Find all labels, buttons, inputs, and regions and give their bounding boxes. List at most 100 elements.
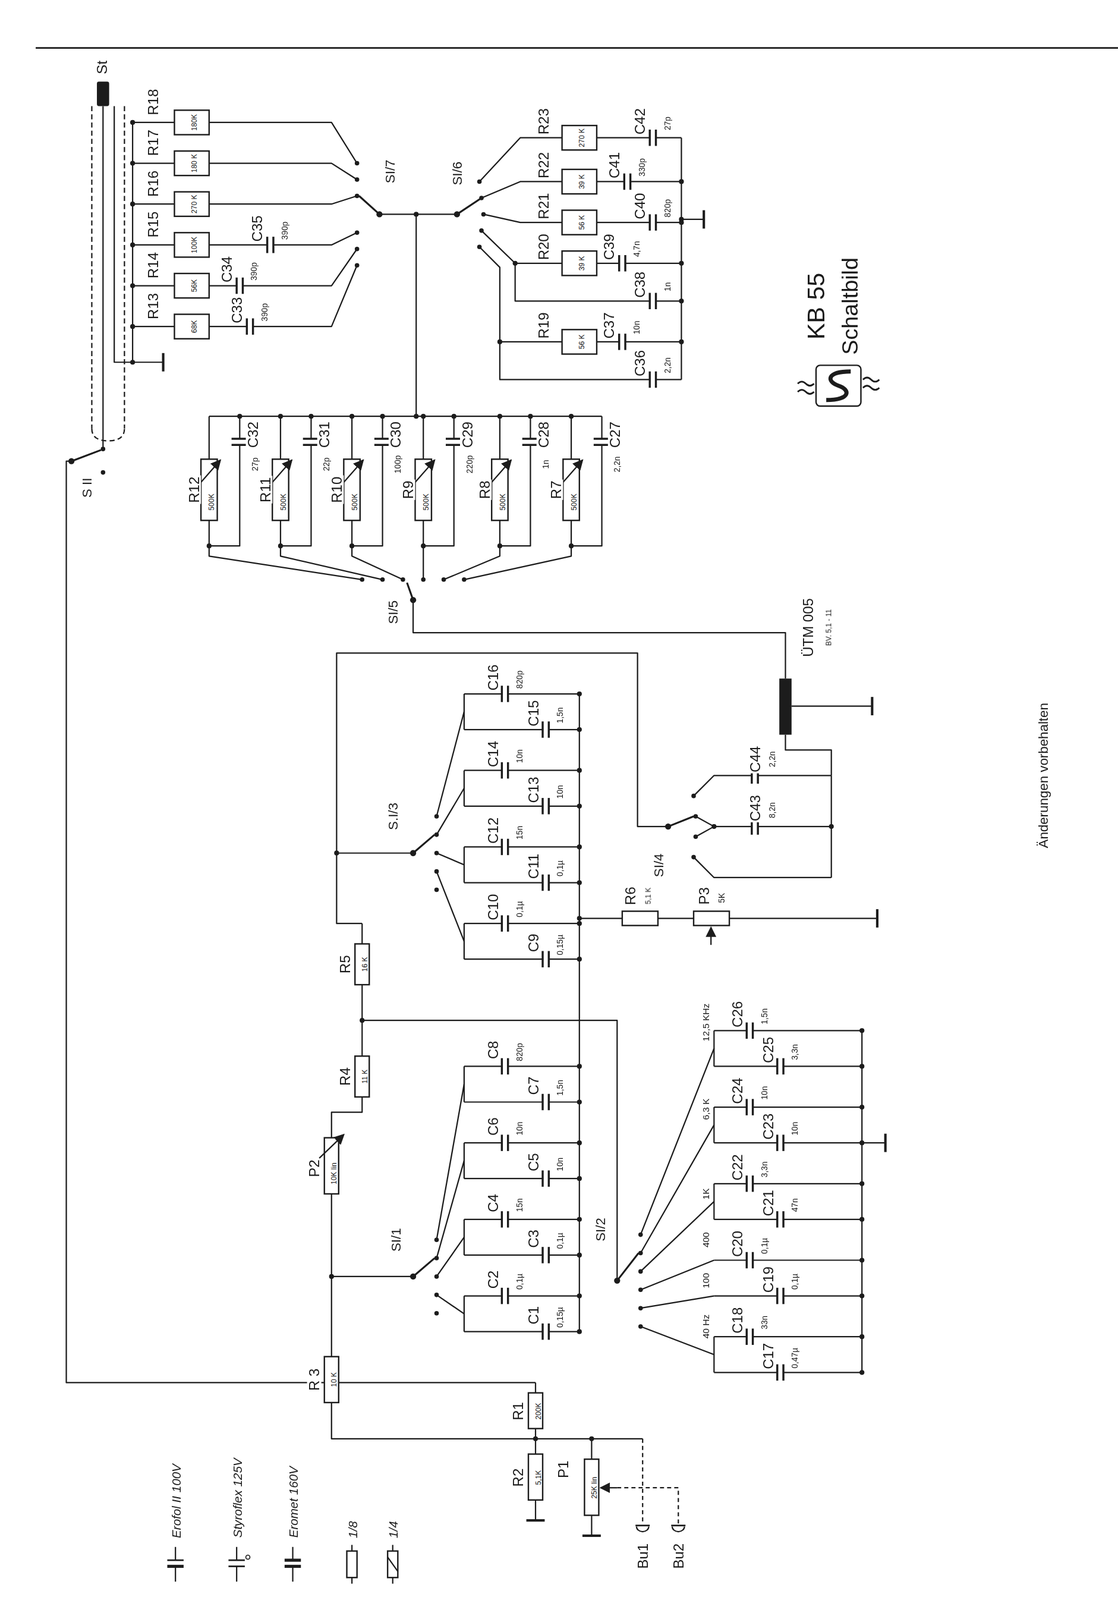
- label-anchor: 0,1µ: [784, 1271, 801, 1290]
- capacitor-symbol: [776, 1287, 779, 1304]
- part-value: 180 K: [190, 152, 198, 174]
- part-value: 56 K: [578, 213, 586, 231]
- label-anchor: 220p: [458, 454, 475, 475]
- part-value: 22p: [323, 456, 332, 472]
- junction-dot: [577, 1328, 582, 1334]
- label-anchor: C22: [729, 1153, 746, 1182]
- part-name: C41: [606, 150, 622, 180]
- label-anchor: 10n: [549, 1156, 566, 1172]
- label-anchor: 15n: [508, 1197, 525, 1213]
- resistor-symbol: [174, 314, 209, 339]
- label-anchor: C26: [729, 999, 746, 1029]
- capacitor-symbol: [751, 1098, 754, 1115]
- label-anchor: 0,1µ: [753, 1236, 770, 1255]
- label-anchor: 0,47µ: [784, 1346, 801, 1369]
- wire: [578, 693, 581, 1332]
- wire: [361, 1019, 617, 1281]
- part-value: 820p: [515, 1041, 525, 1062]
- junction-dot: [568, 543, 574, 549]
- wire: [415, 213, 417, 417]
- switch-contact: [691, 793, 697, 799]
- label-anchor: 100: [695, 1271, 712, 1289]
- resistor-symbol: [562, 250, 597, 276]
- part-name: R2: [511, 1466, 526, 1488]
- part-value: 400: [701, 1230, 711, 1249]
- junction-dot: [349, 413, 355, 419]
- label-anchor: Änderungen vorbehalten: [1034, 701, 1051, 849]
- capacitor-symbol: [506, 1134, 509, 1151]
- wiper-arrow: [411, 460, 435, 486]
- part-value: 0,1µ: [556, 858, 566, 877]
- wiper-arrow: [710, 927, 712, 945]
- wire: [640, 1295, 715, 1309]
- resistor-symbol: [174, 273, 209, 298]
- switch-name: SI/5: [386, 599, 400, 625]
- wire: [114, 105, 163, 362]
- switch-contact: [693, 834, 699, 840]
- label-anchor: 10K lin: [323, 1161, 340, 1186]
- label-anchor: C25: [760, 1035, 777, 1064]
- wire: [463, 1219, 465, 1255]
- ground-symbol: [526, 1518, 546, 1521]
- wire: [464, 1177, 580, 1179]
- switch-name: SI/6: [451, 160, 465, 187]
- wire: [791, 704, 873, 707]
- switch-contact: [434, 1273, 440, 1279]
- label-anchor: R4: [336, 1066, 353, 1087]
- part-name: C36: [632, 348, 647, 378]
- label-anchor: C31: [316, 420, 333, 449]
- legend-entry: Styroflex 125V: [228, 1456, 245, 1539]
- part-value: 10n: [556, 1156, 566, 1172]
- part-name: R19: [536, 311, 551, 340]
- capacitor-symbol: [506, 838, 509, 855]
- part-value: 10n: [760, 1084, 770, 1101]
- capacitor-symbol: [266, 236, 269, 253]
- label-anchor: BV. 5,1 - 11: [817, 608, 834, 647]
- wire: [132, 196, 358, 205]
- legend-entry: 1/4: [384, 1519, 401, 1539]
- part-value: 40 Hz: [701, 1312, 711, 1340]
- part-value: 390p: [281, 220, 291, 241]
- wire: [464, 769, 580, 771]
- ground-symbol: [702, 210, 705, 229]
- part-name: R10: [329, 475, 344, 505]
- label-anchor: C42: [631, 106, 648, 136]
- legend-symbol: [167, 1559, 184, 1561]
- part-value: 10n: [515, 748, 525, 764]
- part-name: C12: [485, 816, 500, 845]
- label-anchor: C19: [760, 1264, 777, 1294]
- legend-symbol: [387, 1556, 398, 1571]
- part-name: R18: [145, 87, 160, 117]
- wire: [464, 845, 580, 847]
- wire: [132, 163, 358, 180]
- part-name: C22: [730, 1153, 745, 1182]
- label-anchor: C27: [606, 420, 623, 449]
- label-anchor: C12: [484, 816, 501, 845]
- part-name: R1: [511, 1400, 526, 1421]
- junction-dot: [512, 260, 518, 266]
- wire: [464, 1065, 580, 1067]
- label-anchor: R20: [535, 232, 552, 262]
- part-value: 11 K: [361, 1068, 369, 1085]
- part-value: 0,1µ: [556, 1231, 566, 1250]
- switch-name: S.I/3: [386, 801, 400, 831]
- capacitor-symbol: [235, 277, 238, 294]
- part-value: 330p: [638, 156, 647, 178]
- switch-name: S II: [80, 476, 94, 499]
- wire: [463, 846, 465, 883]
- label-anchor: 6,3 K: [695, 1097, 712, 1121]
- junction-dot: [278, 413, 283, 419]
- junction-dot: [420, 413, 426, 419]
- capacitor-symbol: [501, 1210, 503, 1227]
- part-name: R5: [337, 953, 352, 975]
- label-anchor: 22p: [316, 456, 333, 472]
- capacitor-symbol: [629, 173, 632, 190]
- junction-dot: [859, 1063, 865, 1069]
- junction-dot: [577, 691, 582, 697]
- capacitor-symbol: [782, 1287, 784, 1304]
- label-anchor: 10n: [549, 783, 566, 800]
- wire: [713, 1218, 862, 1220]
- part-name: C23: [760, 1112, 776, 1141]
- label-anchor: 27p: [244, 456, 261, 472]
- wire: [464, 693, 580, 695]
